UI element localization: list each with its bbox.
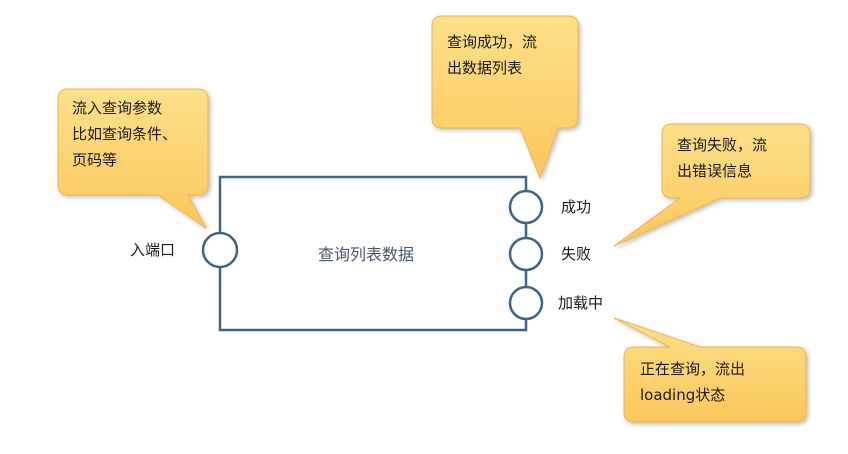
callout-success: [431, 15, 579, 180]
callout-loading-line-1: 正在查询，流出: [640, 360, 746, 378]
callout-input-text: 流入查询参数 比如查询条件、 页码等: [72, 95, 177, 173]
callout-input: [57, 88, 209, 229]
output-port-failure-label: 失败: [561, 245, 592, 263]
callout-success-text: 查询成功，流 出数据列表: [447, 29, 537, 81]
output-port-success[interactable]: [508, 189, 544, 225]
callout-failure-text: 查询失败，流 出错误信息: [677, 132, 767, 184]
component-label: 查询列表数据: [318, 245, 415, 264]
callout-failure-line-1: 查询失败，流: [677, 136, 768, 154]
callout-loading-line-2: loading状态: [640, 386, 726, 404]
callout-input-line-2: 比如查询条件、: [72, 125, 178, 143]
callout-failure-line-2: 出错误信息: [677, 162, 753, 180]
output-port-failure[interactable]: [508, 236, 544, 272]
callout-input-line-3: 页码等: [72, 151, 118, 169]
callout-loading: [613, 317, 807, 423]
callout-failure: [613, 123, 811, 247]
callout-loading-text: 正在查询，流出 loading状态: [640, 356, 745, 408]
callout-input-line-1: 流入查询参数: [72, 99, 163, 117]
input-port-label: 入端口: [130, 241, 176, 259]
input-port[interactable]: [201, 231, 239, 269]
output-port-loading-label: 加载中: [558, 294, 604, 312]
output-port-success-label: 成功: [561, 198, 592, 216]
output-port-loading[interactable]: [508, 285, 544, 321]
callout-success-line-1: 查询成功，流: [447, 33, 538, 51]
callout-success-line-2: 出数据列表: [447, 59, 523, 77]
